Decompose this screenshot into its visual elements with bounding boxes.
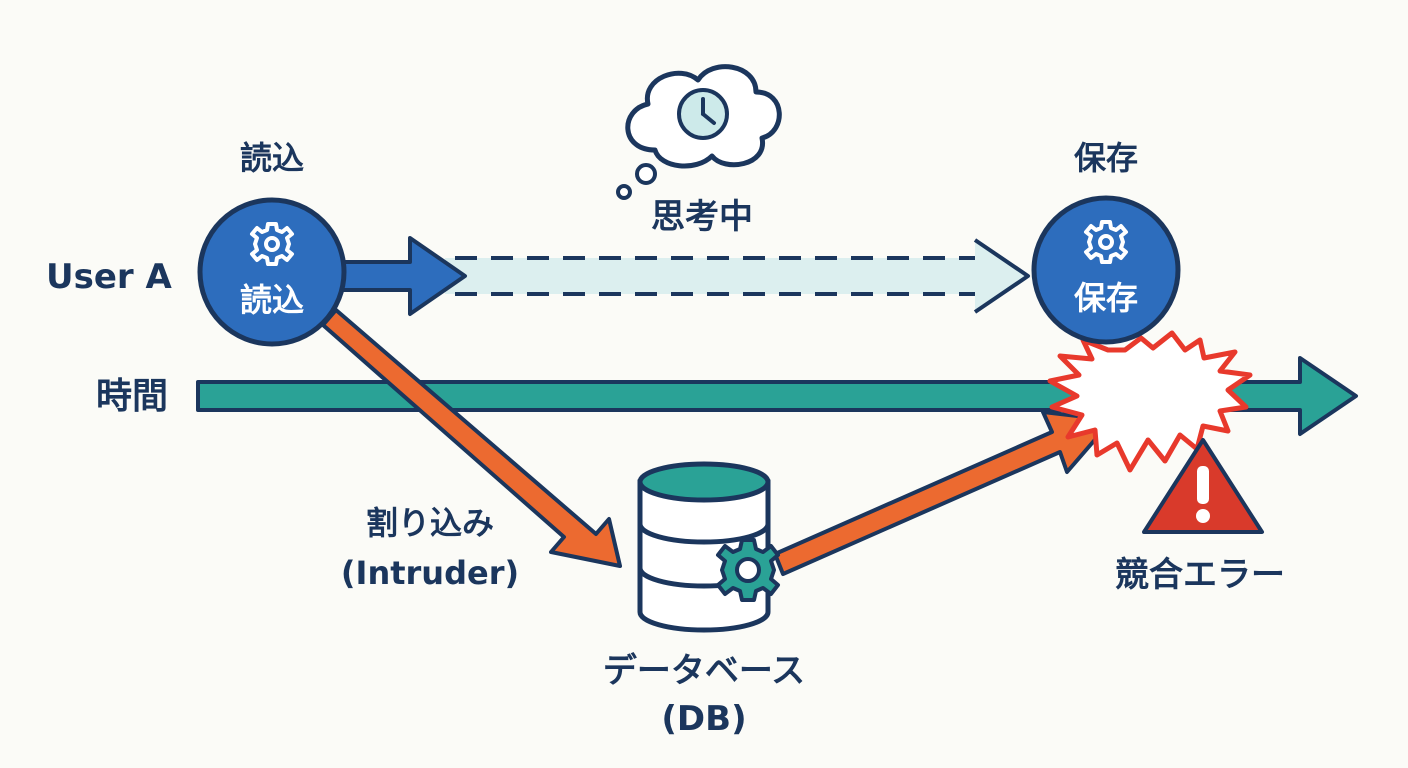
timeline-arrow bbox=[196, 356, 1358, 436]
intruder-arrow bbox=[321, 308, 622, 568]
save-node-label: 保存 bbox=[1073, 279, 1139, 317]
intruder-label-line2: (Intruder) bbox=[340, 554, 520, 592]
read-node-label: 読込 bbox=[239, 281, 305, 319]
database-label-line1: データベース bbox=[602, 651, 806, 691]
timeline-label: 時間 bbox=[96, 376, 169, 417]
clock-icon bbox=[677, 88, 729, 140]
read-node bbox=[197, 197, 347, 347]
database-label-line2: (DB) bbox=[661, 699, 747, 739]
warning-icon bbox=[1142, 438, 1264, 534]
thinking-label: 思考中 bbox=[651, 197, 753, 237]
save-node bbox=[1031, 195, 1181, 345]
db-gear-icon bbox=[716, 538, 780, 602]
conflict-burst bbox=[1047, 330, 1253, 473]
conflict-label: 競合エラー bbox=[1115, 555, 1285, 595]
gear-icon bbox=[250, 222, 294, 266]
save-caption: 保存 bbox=[1073, 139, 1139, 177]
actor-label: User A bbox=[46, 257, 172, 297]
read-caption: 読込 bbox=[239, 139, 305, 177]
db-to-conflict-arrow bbox=[773, 410, 1114, 576]
gear-icon bbox=[1084, 220, 1128, 264]
intruder-label-line1: 割り込み bbox=[365, 504, 495, 542]
thinking-dashed-arrow bbox=[445, 238, 1030, 314]
database-icon bbox=[637, 461, 771, 633]
read-out-arrow bbox=[340, 236, 467, 316]
